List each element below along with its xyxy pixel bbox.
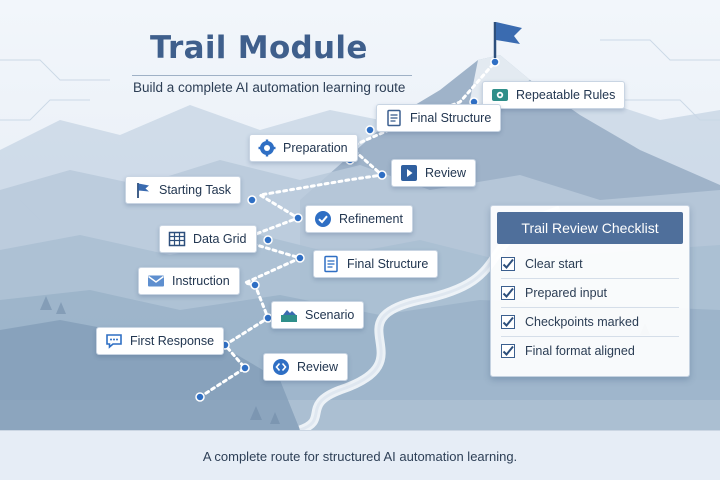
page-title: Trail Module (150, 30, 368, 66)
layers-icon (280, 306, 298, 324)
trail-review-checklist: Trail Review Checklist Clear start Prepa… (490, 205, 690, 377)
node-label: Preparation (283, 141, 348, 155)
node-label: Scenario (305, 308, 355, 322)
flag-icon (134, 181, 152, 199)
chat-icon (105, 332, 123, 350)
grid-icon (168, 230, 186, 248)
node-label: Starting Task (159, 183, 232, 197)
subtitle-divider (132, 75, 412, 76)
node-label: Final Structure (347, 257, 429, 271)
gear-icon (491, 86, 509, 104)
checkmark-icon (501, 315, 515, 329)
mail-icon (147, 272, 165, 290)
node-starting-task[interactable]: Starting Task (125, 176, 242, 204)
footer-bar: A complete route for structured AI autom… (0, 430, 720, 480)
play-icon (400, 164, 418, 182)
node-label: First Response (130, 334, 215, 348)
checklist-header: Trail Review Checklist (497, 212, 683, 244)
checklist-items: Clear start Prepared input Checkpoints m… (491, 250, 689, 365)
node-label: Data Grid (193, 232, 247, 246)
node-instruction[interactable]: Instruction (138, 267, 240, 295)
checklist-item-text: Checkpoints marked (525, 315, 639, 329)
node-label: Final Structure (410, 111, 492, 125)
nav-arrows-icon (272, 358, 290, 376)
checklist-item[interactable]: Final format aligned (501, 337, 679, 365)
check-circle-icon (314, 210, 332, 228)
checklist-item[interactable]: Clear start (501, 250, 679, 279)
checkmark-icon (501, 257, 515, 271)
node-label: Repeatable Rules (516, 88, 616, 102)
node-scenario[interactable]: Scenario (271, 301, 365, 329)
checklist-item[interactable]: Checkpoints marked (501, 308, 679, 337)
summit-flag-icon (493, 22, 522, 58)
node-refinement[interactable]: Refinement (305, 205, 413, 233)
node-label: Refinement (339, 212, 403, 226)
footer-caption: A complete route for structured AI autom… (202, 448, 518, 464)
checklist-item-text: Clear start (525, 257, 583, 271)
node-final-structure-top[interactable]: Final Structure (376, 104, 502, 132)
node-review-upper[interactable]: Review (391, 159, 476, 187)
node-label: Instruction (172, 274, 230, 288)
checkmark-icon (501, 286, 515, 300)
node-final-structure-lower[interactable]: Final Structure (313, 250, 439, 278)
node-label: Review (297, 360, 338, 374)
checklist-item[interactable]: Prepared input (501, 279, 679, 308)
node-preparation[interactable]: Preparation (249, 134, 358, 162)
page-subtitle: Build a complete AI automation learning … (133, 80, 406, 95)
checklist-title: Trail Review Checklist (521, 220, 659, 236)
document-icon (385, 109, 403, 127)
node-first-response[interactable]: First Response (96, 327, 225, 355)
node-review-lower[interactable]: Review (263, 353, 348, 381)
node-data-grid[interactable]: Data Grid (159, 225, 257, 253)
checkmark-icon (501, 344, 515, 358)
gear-icon (258, 139, 276, 157)
checklist-item-text: Final format aligned (525, 344, 635, 358)
checklist-item-text: Prepared input (525, 286, 608, 300)
node-label: Review (425, 166, 466, 180)
document-icon (322, 255, 340, 273)
node-repeatable-rules[interactable]: Repeatable Rules (482, 81, 626, 109)
